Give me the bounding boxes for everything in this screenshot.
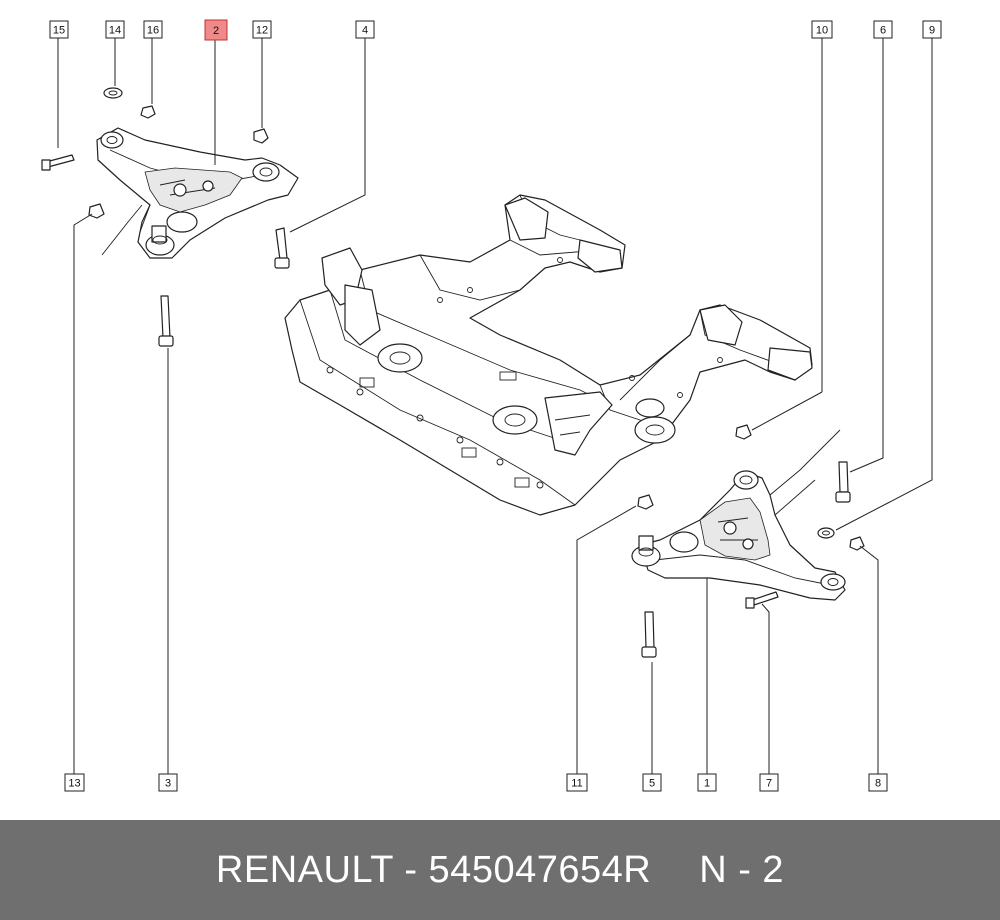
subframe [284, 194, 813, 516]
footer-bar: RENAULT - 545047654R N - 2 [0, 820, 1000, 920]
right-lower-control-arm [631, 429, 846, 601]
callout-4: 4 [355, 20, 375, 39]
svg-text:15: 15 [53, 25, 65, 37]
callout-13: 13 [64, 773, 85, 792]
svg-text:7: 7 [766, 778, 772, 790]
svg-text:10: 10 [816, 25, 828, 37]
exploded-parts-diagram: 15 14 16 2 12 4 10 6 9 13 3 11 [41, 19, 942, 792]
callout-16: 16 [143, 20, 163, 39]
left-lower-control-arm [96, 127, 299, 259]
callout-5: 5 [642, 773, 662, 792]
callout-11: 11 [566, 773, 588, 792]
callout-2-highlighted: 2 [204, 19, 228, 41]
callout-10: 10 [811, 20, 833, 39]
svg-text:9: 9 [929, 25, 935, 37]
callout-3: 3 [158, 773, 178, 792]
callout-8: 8 [868, 773, 888, 792]
callout-9: 9 [922, 20, 942, 39]
page-indicator: N - 2 [699, 848, 785, 891]
callout-7: 7 [759, 773, 779, 792]
svg-text:6: 6 [880, 25, 886, 37]
svg-text:2: 2 [213, 25, 219, 37]
callout-6: 6 [873, 20, 893, 39]
svg-text:1: 1 [704, 778, 710, 790]
svg-text:12: 12 [256, 25, 268, 37]
svg-text:4: 4 [362, 25, 368, 37]
left-fasteners [41, 87, 290, 347]
svg-text:14: 14 [109, 25, 121, 37]
brand-part-number: RENAULT - 545047654R [215, 848, 652, 891]
callout-15: 15 [49, 20, 69, 39]
svg-text:11: 11 [571, 778, 582, 790]
svg-text:8: 8 [875, 778, 881, 790]
leader-lines [57, 38, 933, 774]
callout-14: 14 [105, 20, 125, 39]
svg-text:5: 5 [649, 778, 655, 790]
svg-text:13: 13 [68, 778, 80, 790]
svg-text:3: 3 [165, 778, 171, 790]
svg-text:16: 16 [147, 25, 159, 37]
callout-1: 1 [697, 773, 717, 792]
callout-12: 12 [252, 20, 272, 39]
